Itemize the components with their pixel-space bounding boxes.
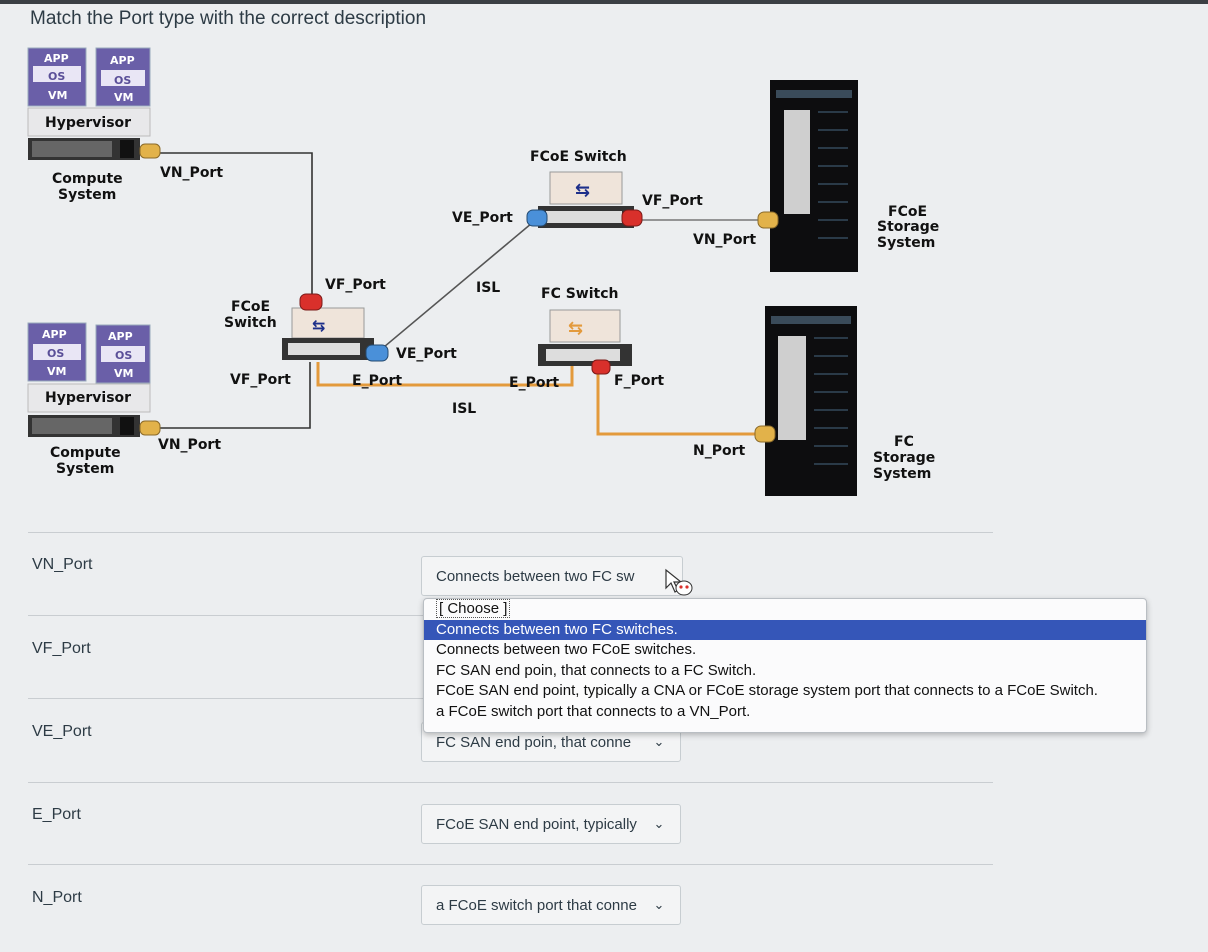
fcoe-storage-label: System <box>877 235 935 251</box>
select-vn-port[interactable]: Connects between two FC sw <box>421 556 683 596</box>
select-e-port[interactable]: FCoE SAN end point, typically ⌄ <box>421 804 681 844</box>
compute-system-1: APP APP OS OS VM VM Hypervisor Compute S… <box>27 47 223 203</box>
dropdown-option[interactable]: a FCoE switch port that connects to a VN… <box>436 702 751 720</box>
vf-port-label: VF_Port <box>325 277 386 293</box>
vm-app-label: APP <box>44 52 69 65</box>
dropdown-options-list[interactable]: [ Choose ] Connects between two FC switc… <box>423 598 1147 733</box>
question-text: Match the Port type with the correct des… <box>30 8 427 29</box>
fc-storage-system: N_Port FC Storage System <box>693 306 935 496</box>
fcoe-switch-left: FCoE Switch ⇆ VF_Port VF_Port VE_Port E_… <box>224 277 457 389</box>
dropdown-option[interactable]: Connects between two FCoE switches. <box>436 641 697 658</box>
fcoe-storage-system: VN_Port FCoE Storage System <box>693 80 939 272</box>
fc-switch: FC Switch ⇆ E_Port F_Port ISL <box>452 286 664 417</box>
ve-port-label: VE_Port <box>396 346 457 362</box>
vm-vm-label: VM <box>114 91 133 104</box>
cables <box>160 152 770 436</box>
fcoe-storage-label: Storage <box>877 219 939 235</box>
vm-os-label: OS <box>114 74 131 87</box>
fc-storage-label: FC <box>894 434 914 450</box>
vn-port-label: VN_Port <box>160 165 223 181</box>
dropdown-option[interactable]: FC SAN end poin, that connects to a FC S… <box>436 661 757 679</box>
fc-storage-label: System <box>873 466 931 482</box>
svg-text:⇆: ⇆ <box>568 318 583 339</box>
select-value: FC SAN end poin, that conne <box>436 733 632 751</box>
row-label-vn-port: VN_Port <box>32 556 93 573</box>
compute-system-label: Compute <box>50 445 121 461</box>
chevron-down-icon: ⌄ <box>653 734 665 749</box>
vm-app-label: APP <box>108 330 133 343</box>
vm-vm-label: VM <box>47 365 66 378</box>
e-port-label: E_Port <box>509 375 559 391</box>
compute-system-2: APP APP OS OS VM VM Hypervisor Compute S… <box>27 322 221 477</box>
chevron-down-icon: ⌄ <box>653 816 665 831</box>
vm-os-label: OS <box>48 70 65 83</box>
vm-app-label: APP <box>110 54 135 67</box>
row-separator <box>28 532 993 533</box>
compute-system-label: System <box>56 461 114 477</box>
ve-port-label: VE_Port <box>452 210 513 226</box>
row-label-ve-port: VE_Port <box>32 723 92 740</box>
row-label-n-port: N_Port <box>32 889 82 906</box>
dropdown-option-highlighted[interactable]: Connects between two FC switches. <box>424 619 1146 640</box>
select-value: Connects between two FC sw <box>436 567 635 585</box>
vm-os-label: OS <box>115 349 132 362</box>
fcoe-switch-top: FCoE Switch ⇆ VE_Port VF_Port ISL <box>452 149 703 296</box>
row-label-e-port: E_Port <box>32 806 81 823</box>
vf-port-label: VF_Port <box>230 372 291 388</box>
dropdown-option[interactable]: FCoE SAN end point, typically a CNA or F… <box>436 682 1098 699</box>
browser-top-bar <box>0 0 1208 4</box>
vm-vm-label: VM <box>114 367 133 380</box>
f-port-label: F_Port <box>614 373 664 389</box>
vm-os-label: OS <box>47 347 64 360</box>
row-label-vf-port: VF_Port <box>32 640 91 657</box>
vn-port-label: VN_Port <box>158 437 221 453</box>
vn-port-label: VN_Port <box>693 232 756 248</box>
vf-port-label: VF_Port <box>642 193 703 209</box>
svg-text:⇆: ⇆ <box>575 180 590 201</box>
select-value: FCoE SAN end point, typically <box>436 815 637 833</box>
fcoe-switch-label: FCoE <box>231 299 270 315</box>
fc-storage-label: Storage <box>873 450 935 466</box>
fcoe-storage-label: FCoE <box>888 204 927 220</box>
fcoe-switch-label: FCoE Switch <box>530 149 627 165</box>
row-separator <box>28 864 993 865</box>
select-value: a FCoE switch port that conne <box>436 896 637 914</box>
compute-system-label: System <box>58 187 116 203</box>
fc-switch-label: FC Switch <box>541 286 619 302</box>
cat-cursor-icon <box>665 568 693 596</box>
vm-app-label: APP <box>42 328 67 341</box>
dropdown-option[interactable]: [ Choose ] <box>424 599 1146 620</box>
isl-label: ISL <box>452 401 476 417</box>
row-separator <box>28 782 993 783</box>
hypervisor-label: Hypervisor <box>45 390 131 406</box>
port-types-diagram: APP APP OS OS VM VM Hypervisor Compute S… <box>27 47 939 496</box>
compute-system-label: Compute <box>52 171 123 187</box>
chevron-down-icon: ⌄ <box>653 897 665 912</box>
fcoe-switch-label: Switch <box>224 315 277 331</box>
e-port-label: E_Port <box>352 373 402 389</box>
vm-vm-label: VM <box>48 89 67 102</box>
n-port-label: N_Port <box>693 443 746 459</box>
select-n-port[interactable]: a FCoE switch port that conne ⌄ <box>421 885 681 925</box>
svg-text:⇆: ⇆ <box>312 316 325 335</box>
hypervisor-label: Hypervisor <box>45 115 131 131</box>
isl-label: ISL <box>476 280 500 296</box>
